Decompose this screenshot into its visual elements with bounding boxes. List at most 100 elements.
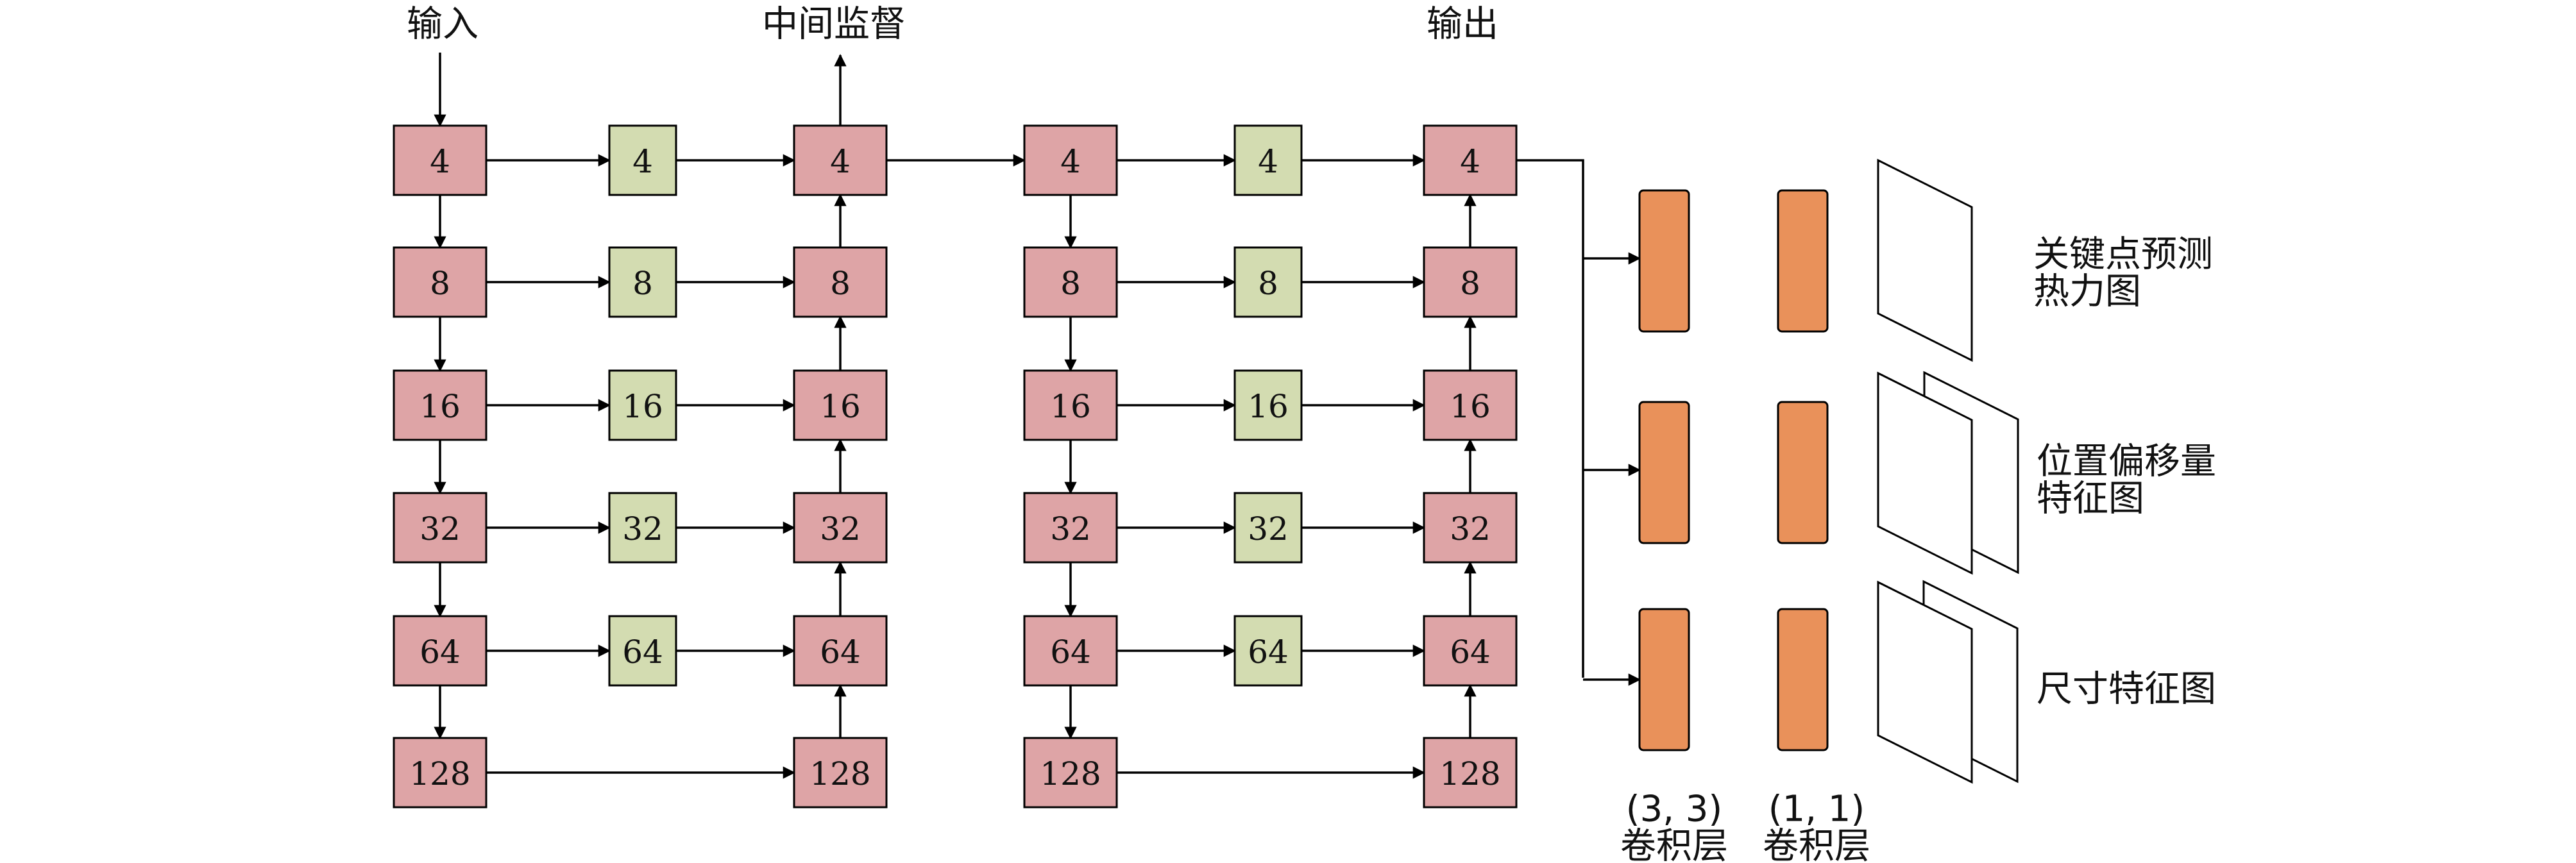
- skip-2-box-16: 16: [1233, 369, 1303, 441]
- skip-1-box-8: 8: [608, 246, 677, 318]
- encoder-b-box-32-rect: [1023, 492, 1118, 564]
- skip-1-box-4: 4: [608, 124, 677, 196]
- skip-2-box-8: 8: [1233, 246, 1303, 318]
- skip-1-box-32: 32: [608, 492, 677, 564]
- decoder-b-box-16-rect: [1423, 369, 1518, 441]
- decoder-b-box-128-rect: [1423, 737, 1518, 809]
- decoder-a-box-4-rect: [793, 124, 888, 196]
- skip-2-box-64-rect: [1233, 615, 1303, 687]
- decoder-a-box-16-label: 16: [820, 388, 861, 425]
- encoder-a-box-16-label: 16: [419, 388, 461, 425]
- skip-1-box-8-label: 8: [632, 265, 653, 302]
- decoder-b-box-8-rect: [1423, 246, 1518, 318]
- encoder-a-box-16: 16: [393, 369, 487, 441]
- skip-1-box-4-label: 4: [632, 143, 653, 180]
- skip-2-box-32-label: 32: [1248, 510, 1289, 548]
- skip-1-box-32-label: 32: [622, 510, 663, 548]
- encoder-a-box-4-rect: [393, 124, 487, 196]
- skip-2-box-8-rect: [1233, 246, 1303, 318]
- skip-1-box-16: 16: [608, 369, 677, 441]
- encoder-b-box-8: 8: [1023, 246, 1118, 318]
- skip-1-box-16-label: 16: [622, 388, 663, 425]
- decoder-a-box-8-label: 8: [830, 265, 851, 302]
- convolution-layers: [1638, 189, 1829, 751]
- skip-1-box-32-rect: [608, 492, 677, 564]
- encoder-b-box-32-label: 32: [1050, 510, 1091, 548]
- size-card-front: [1877, 580, 1973, 784]
- decoder-b-box-16: 16: [1423, 369, 1518, 441]
- decoder-b-box-128-label: 128: [1439, 755, 1500, 792]
- encoder-a-box-4: 4: [393, 124, 487, 196]
- decoder-b-box-32-label: 32: [1450, 510, 1491, 548]
- conv-1x1-block-0: [1777, 189, 1829, 333]
- offset-label-line-2: 特征图: [2037, 478, 2144, 520]
- skip-1-box-4-rect: [608, 124, 677, 196]
- skip-2-box-8-label: 8: [1258, 265, 1278, 302]
- decoder-b-box-128: 128: [1423, 737, 1518, 809]
- decoder-a-box-16-rect: [793, 369, 888, 441]
- output-branch-trunk: [1516, 159, 1584, 678]
- encoder-b-box-4: 4: [1023, 124, 1118, 196]
- conv-3x3-block-0: [1638, 189, 1690, 333]
- encoder-a-box-16-rect: [393, 369, 487, 441]
- decoder-a-box-64: 64: [793, 615, 888, 687]
- skip-1-box-8-rect: [608, 246, 677, 318]
- skip-2-box-16-label: 16: [1248, 388, 1289, 425]
- conv-3x3-block-2: [1638, 608, 1690, 751]
- input-label: 输入: [407, 4, 479, 46]
- skip-2-box-4-label: 4: [1258, 143, 1278, 180]
- skip-2-box-16-rect: [1233, 369, 1303, 441]
- skip-2-box-32-rect: [1233, 492, 1303, 564]
- encoder-a-box-64: 64: [393, 615, 487, 687]
- decoder-a-box-128: 128: [793, 737, 888, 809]
- heatmap-card: [1877, 158, 1973, 362]
- decoder-b-box-8-label: 8: [1460, 265, 1480, 302]
- offset-label-line-1: 位置偏移量: [2037, 441, 2216, 483]
- conv-3x3-block-1: [1638, 401, 1690, 544]
- decoder-a-box-16: 16: [793, 369, 888, 441]
- intermediate-supervision-label: 中间监督: [762, 4, 906, 46]
- encoder-b-box-64-label: 64: [1050, 633, 1091, 671]
- skip-2-box-64-label: 64: [1248, 633, 1289, 671]
- output-label: 输出: [1427, 4, 1498, 46]
- encoder-b-box-8-label: 8: [1060, 265, 1081, 302]
- decoder-b-box-64-label: 64: [1450, 633, 1491, 671]
- encoder-a-box-128-rect: [393, 737, 487, 809]
- decoder-b-box-64-rect: [1423, 615, 1518, 687]
- encoder-a-box-128: 128: [393, 737, 487, 809]
- decoder-a-box-128-rect: [793, 737, 888, 809]
- encoder-a-box-4-label: 4: [430, 143, 450, 180]
- conv-1x1-kernel-label: (1, 1): [1768, 789, 1865, 830]
- connection-lines: [434, 53, 1641, 779]
- skip-2-box-64: 64: [1233, 615, 1303, 687]
- skip-2-box-4: 4: [1233, 124, 1303, 196]
- encoder-a-box-64-label: 64: [419, 633, 461, 671]
- encoder-b-box-16-rect: [1023, 369, 1118, 441]
- decoder-a-box-32-label: 32: [820, 510, 861, 548]
- encoder-a-box-8-rect: [393, 246, 487, 318]
- encoder-b-box-4-rect: [1023, 124, 1118, 196]
- decoder-a-box-32-rect: [793, 492, 888, 564]
- encoder-a-box-32-rect: [393, 492, 487, 564]
- skip-1-box-64-rect: [608, 615, 677, 687]
- decoder-a-box-128-label: 128: [809, 755, 870, 792]
- encoder-b-box-64: 64: [1023, 615, 1118, 687]
- encoder-b-box-16-label: 16: [1050, 388, 1091, 425]
- encoder-b-box-4-label: 4: [1060, 143, 1081, 180]
- encoder-a-box-32: 32: [393, 492, 487, 564]
- encoder-a-box-64-rect: [393, 615, 487, 687]
- decoder-b-box-8: 8: [1423, 246, 1518, 318]
- decoder-a-box-4-label: 4: [830, 143, 851, 180]
- skip-2-box-4-rect: [1233, 124, 1303, 196]
- encoder-b-box-64-rect: [1023, 615, 1118, 687]
- heatmap-label-line-1: 关键点预测: [2033, 234, 2213, 276]
- decoder-a-box-32: 32: [793, 492, 888, 564]
- output-feature-maps: [1877, 158, 2019, 784]
- skip-1-box-64-label: 64: [622, 633, 663, 671]
- decoder-a-box-4: 4: [793, 124, 888, 196]
- encoder-a-box-128-label: 128: [409, 755, 470, 792]
- decoder-b-box-4-label: 4: [1460, 143, 1480, 180]
- decoder-b-box-32: 32: [1423, 492, 1518, 564]
- conv-3x3-kernel-label: (3, 3): [1626, 789, 1723, 830]
